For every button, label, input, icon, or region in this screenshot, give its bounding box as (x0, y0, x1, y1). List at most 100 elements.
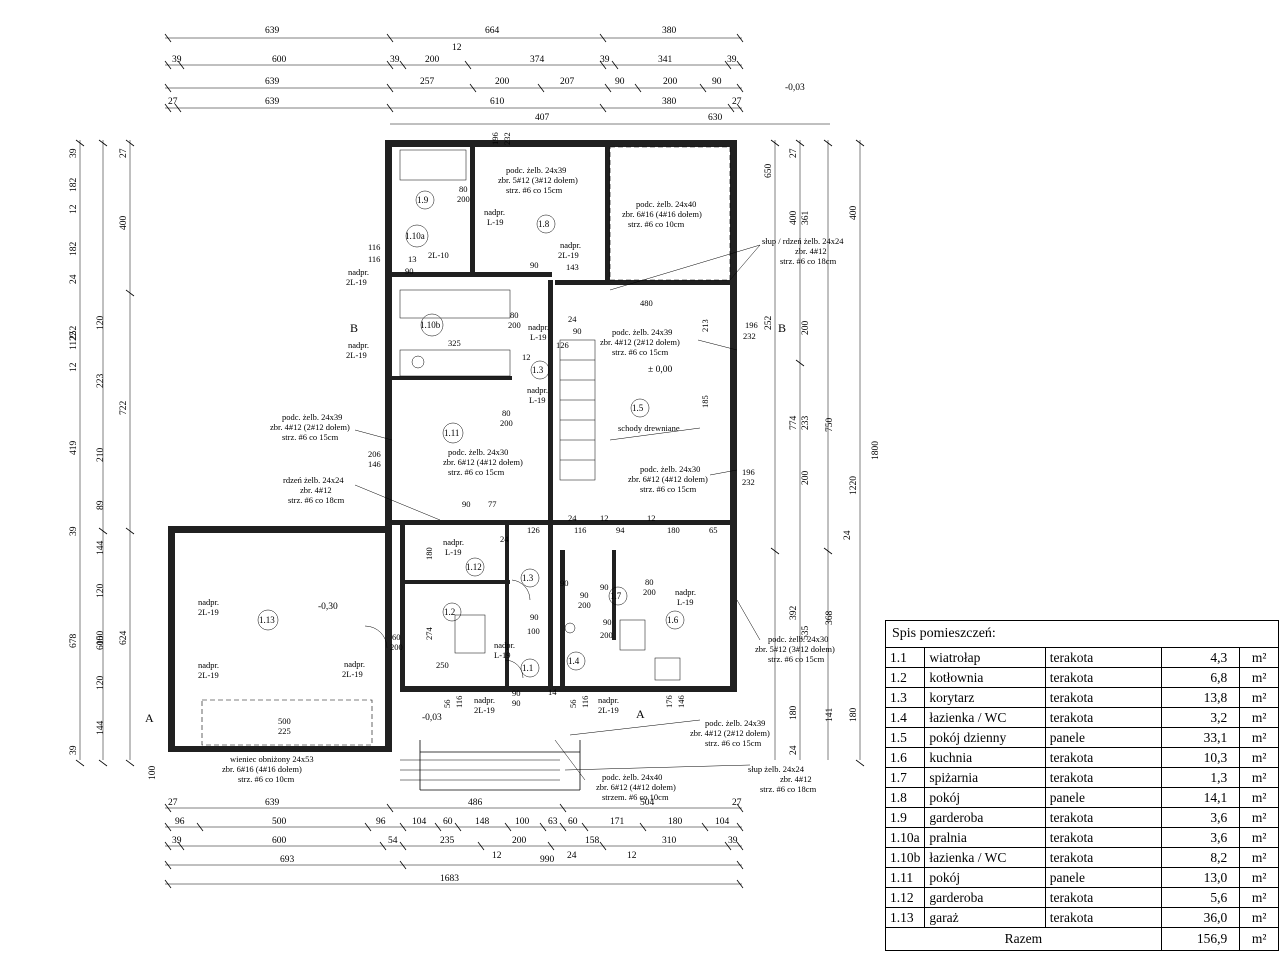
dim-text: 664 (485, 26, 500, 36)
dim-text: 39 (69, 526, 79, 536)
dim-text: 104 (412, 817, 427, 827)
plan-text: 12 (600, 513, 609, 523)
room-area-cell: 1,3 (1160, 767, 1241, 788)
dim-text: 27 (119, 148, 129, 158)
room-unit-cell: m² (1239, 767, 1278, 788)
plan-text: 180 (667, 525, 680, 535)
dim-text: 96 (175, 817, 185, 827)
dim-text: 200 (512, 836, 527, 846)
note-line: nadpr. (198, 597, 219, 607)
note-line: podc. żelb. 24x30 (768, 634, 828, 644)
room-unit-cell: m² (1239, 747, 1278, 768)
lintel-label: nadpr.2L-19 (346, 267, 369, 287)
note-line: słup / rdzeń żelb. 24x24 (762, 236, 844, 246)
dimensions-right: 27 650 400 361 400 252 200 774 233 750 2… (764, 148, 880, 755)
dim-text: 27 (732, 97, 742, 107)
room-unit-cell: m² (1239, 887, 1278, 908)
room-area-cell: 33,1 (1160, 727, 1241, 748)
plan-text: 126 (527, 525, 540, 535)
dim-text: 200 (801, 471, 811, 486)
room-area-cell: 3,6 (1160, 807, 1241, 828)
dim-text: 1800 (871, 441, 880, 460)
plan-text: 60 (392, 632, 401, 642)
opening-dim: 116 (454, 696, 464, 708)
room-mark: 1.10b (420, 320, 441, 330)
room-num-cell: 1.7 (886, 767, 926, 788)
lintel-label: nadpr.2L-19 (198, 660, 219, 680)
plan-text: 250 (436, 660, 449, 670)
dim-text: 180 (789, 706, 799, 721)
dim-text: 60 (568, 817, 578, 827)
room-num-cell: 1.10a (886, 827, 926, 848)
walls (168, 140, 737, 752)
dim-text: 100 (515, 817, 530, 827)
note-line: nadpr. (560, 240, 581, 250)
dim-text: 392 (789, 606, 799, 621)
room-num-cell: 1.11 (886, 867, 926, 888)
dim-text: 504 (640, 798, 655, 808)
dim-text: 380 (662, 26, 677, 36)
dim-text: 400 (119, 216, 129, 231)
room-finish-cell: panele (1044, 787, 1162, 808)
lintel-label: nadpr.2L-19 (598, 695, 619, 715)
room-area-cell: 6,8 (1160, 667, 1241, 688)
note-line: nadpr. (527, 385, 548, 395)
room-area-cell: 14,1 (1160, 787, 1241, 808)
opening-dim: 196 (490, 132, 500, 145)
dim-text: 148 (475, 817, 490, 827)
room-num-cell: 1.3 (886, 687, 926, 708)
dim-text: 144 (96, 541, 106, 556)
room-finish-cell: terakota (1044, 687, 1162, 708)
leader-lines (354, 244, 761, 781)
plan-text: 80 (510, 310, 519, 320)
dim-text: 600 (272, 55, 287, 65)
dim-text: 374 (530, 55, 545, 65)
note-line: strz. #6 co 18cm (288, 495, 345, 505)
note-line: nadpr. (494, 640, 515, 650)
room-area-cell: 36,0 (1160, 907, 1241, 928)
dim-text: 39 (390, 55, 400, 65)
room-mark: 1.1 (522, 663, 533, 673)
opening-dim: 116 (580, 696, 590, 708)
dim-text: 200 (801, 321, 811, 336)
note-line: 2L-19 (558, 250, 579, 260)
note-line: 2L-19 (598, 705, 619, 715)
room-mark: 1.6 (667, 615, 679, 625)
note-line: strz. #6 co 15cm (282, 432, 339, 442)
opening-dim: 56 (568, 700, 578, 709)
room-mark: 1.11 (444, 428, 459, 438)
dim-text: 400 (789, 211, 799, 226)
dim-text: 235 (440, 836, 455, 846)
room-schedule-title: Spis pomieszczeń: (886, 621, 1278, 648)
room-unit-cell: m² (1239, 707, 1278, 728)
section-mark: B (778, 321, 786, 335)
note-line: zbr. 4#12 (2#12 dołem) (600, 337, 680, 347)
dim-text: 180 (849, 708, 859, 723)
note-line: zbr. 6#16 (4#16 dołem) (622, 209, 702, 219)
opening-dim: 146 (676, 695, 686, 708)
dimensions-left: 39 182 12 182 24 120 252 12 223 419 210 … (69, 148, 158, 780)
note-line: podc. żelb. 24x30 (448, 447, 508, 457)
plan-text: 90 (462, 499, 471, 509)
dim-text: 158 (585, 836, 600, 846)
plan-text: 196 (742, 467, 755, 477)
dim-text: 380 (662, 97, 677, 107)
level-mark: -0,03 (422, 713, 442, 723)
level-mark: -0,03 (785, 83, 805, 93)
dim-text: 39 (172, 55, 182, 65)
dim-text: 24 (789, 745, 799, 755)
dim-text: 12 (452, 43, 462, 53)
dimensions-bottom: 27 639 486 504 27 96 500 96 104 60 148 1… (168, 798, 742, 884)
